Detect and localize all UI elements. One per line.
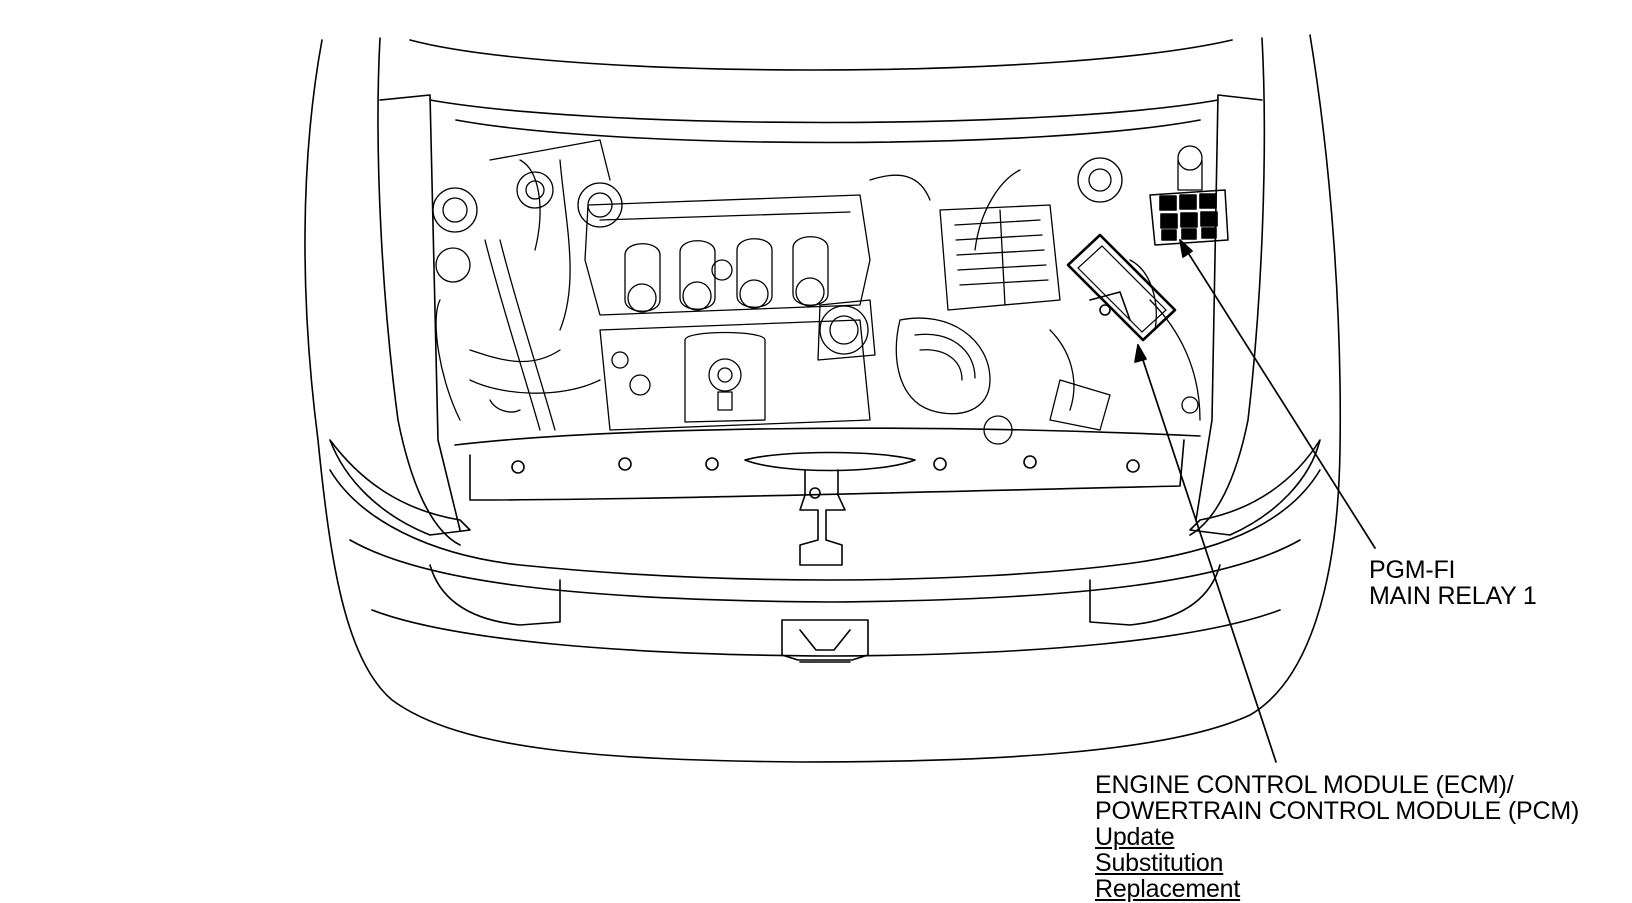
substitution-link[interactable]: Substitution	[1095, 849, 1224, 877]
air-box	[939, 204, 1061, 311]
leader-arrow-relay	[1179, 239, 1376, 549]
relay-label-line1: PGM-FI	[1369, 556, 1456, 584]
radiator-support	[454, 427, 1201, 566]
car-body-outline	[304, 34, 1342, 763]
leader-arrow-ecm	[1134, 344, 1277, 763]
replacement-link[interactable]: Replacement	[1095, 875, 1241, 903]
ecm-pcm-module	[1066, 233, 1177, 342]
ecm-label-line2: POWERTRAIN CONTROL MODULE (PCM)	[1095, 797, 1580, 825]
relay-label-line2: MAIN RELAY 1	[1369, 582, 1537, 610]
engine-bay	[432, 139, 1203, 445]
ecm-label-line1: ENGINE CONTROL MODULE (ECM)/	[1095, 771, 1514, 799]
fuse-relay-box	[1149, 189, 1229, 246]
callout-ecm-pcm: ENGINE CONTROL MODULE (ECM)/ POWERTRAIN …	[1095, 772, 1579, 902]
front-bumper	[329, 439, 1321, 663]
callout-pgm-fi-main-relay: PGM-FI MAIN RELAY 1	[1369, 557, 1537, 609]
update-link[interactable]: Update	[1095, 823, 1175, 851]
ignition-coils	[624, 236, 829, 313]
